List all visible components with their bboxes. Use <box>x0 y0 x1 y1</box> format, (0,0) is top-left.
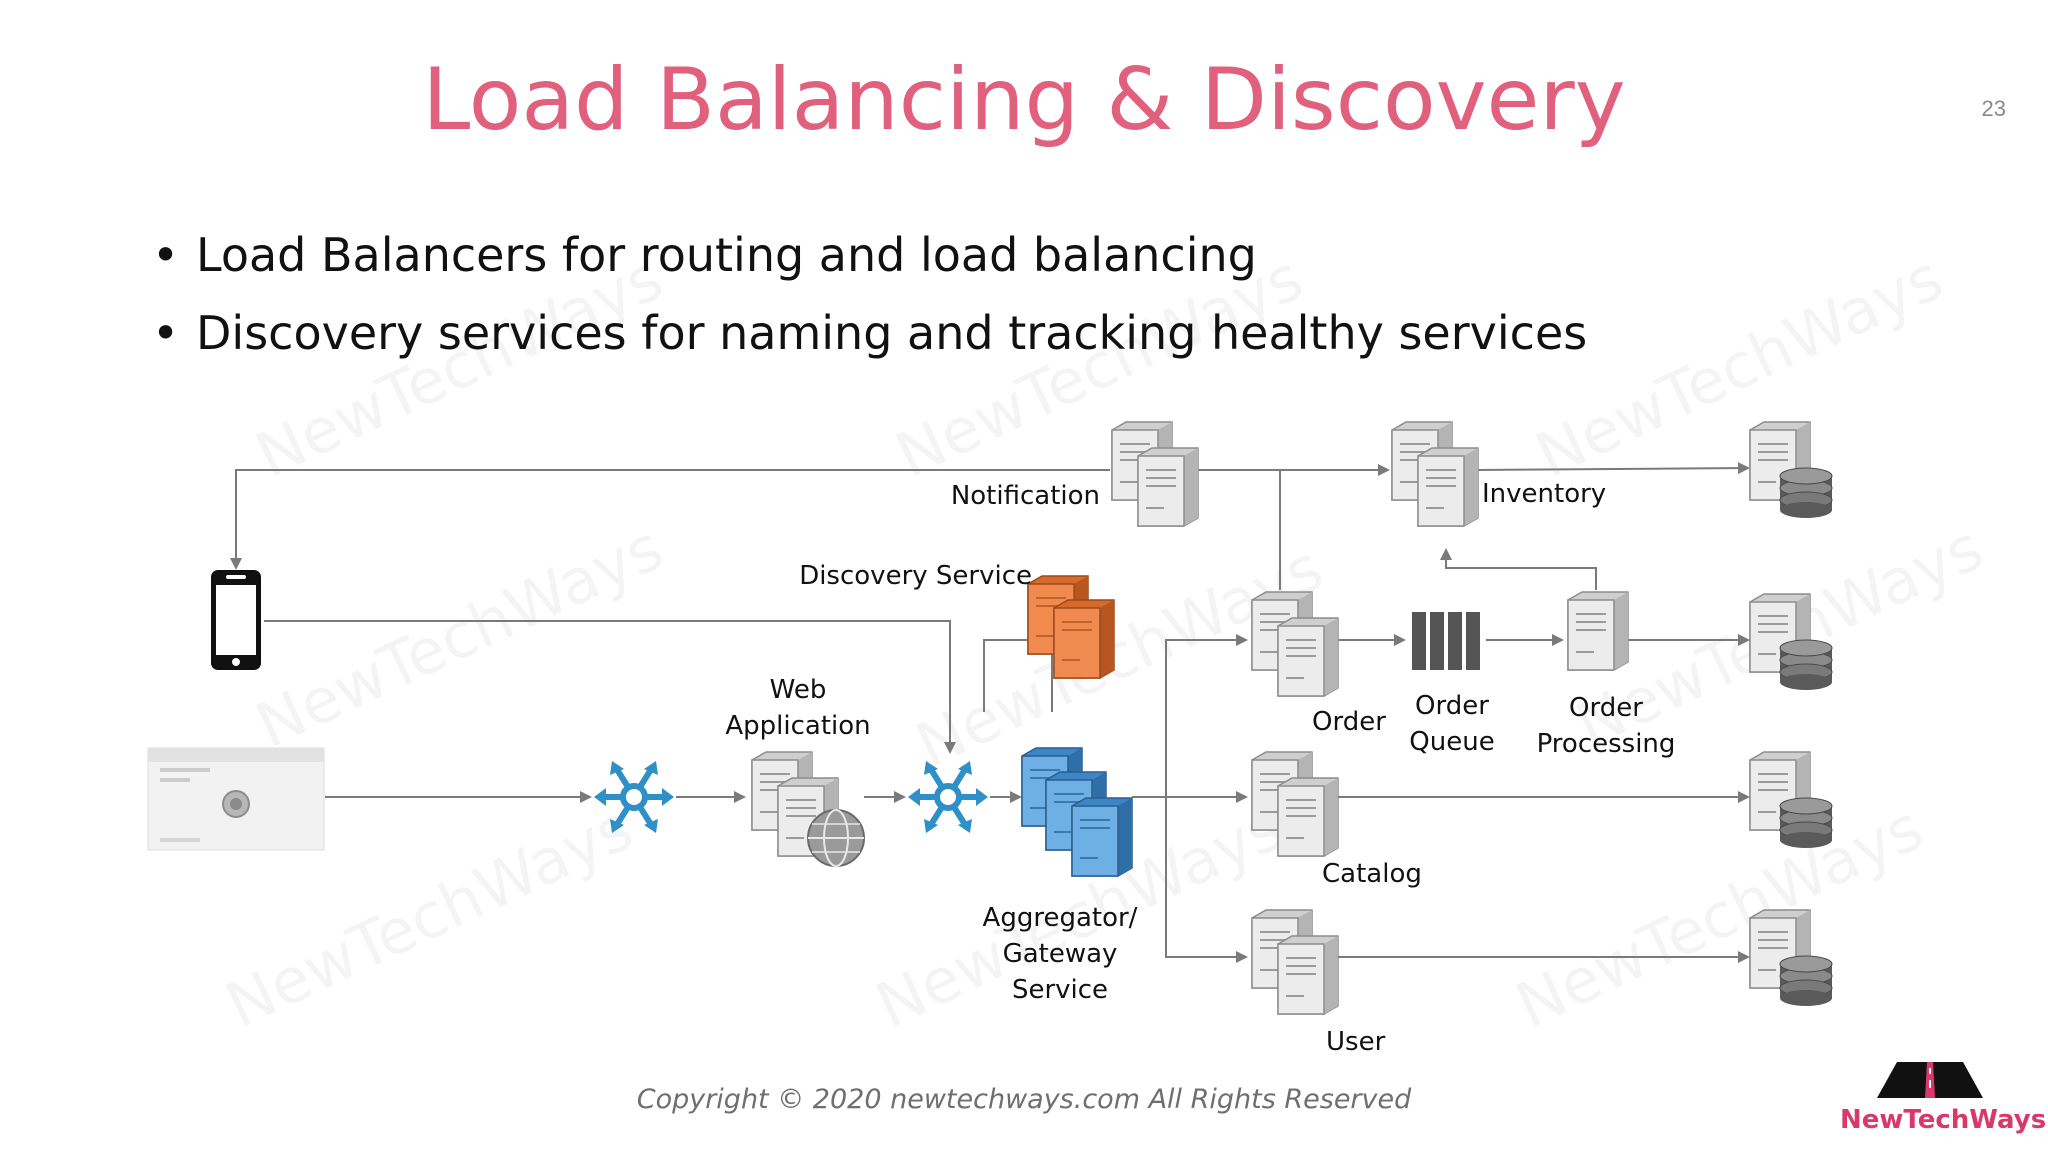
label-inventory: Inventory <box>1482 479 1606 509</box>
discovery-service-server-icon <box>1027 575 1115 679</box>
load-balancer-icon <box>594 761 674 833</box>
page-number: 23 <box>1981 96 2006 121</box>
user-server-icon <box>1252 910 1338 1014</box>
bullet-dot-icon: • <box>152 306 180 360</box>
database-icon <box>1750 422 1832 518</box>
road-logo-icon <box>1877 1062 1983 1098</box>
bullet-dot-icon: • <box>152 228 180 282</box>
slide-title: Load Balancing & Discovery <box>422 50 1626 150</box>
bullet-item: • Discovery services for naming and track… <box>152 306 1587 384</box>
label-notification: Notification <box>951 481 1100 511</box>
label-user: User <box>1326 1027 1386 1057</box>
order-processing-server-icon <box>1567 591 1629 671</box>
arrow-inventory-to-db <box>1475 462 1750 475</box>
label-order-queue-line2: Queue <box>1409 727 1494 757</box>
catalog-server-icon <box>1252 752 1338 856</box>
order-server-icon <box>1252 592 1338 696</box>
bullet-item: • Load Balancers for routing and load bal… <box>152 228 1587 306</box>
arrow-gateway-to-order <box>1132 634 1248 798</box>
database-icon <box>1750 910 1832 1006</box>
bullet-list: • Load Balancers for routing and load bal… <box>152 228 1587 384</box>
label-discovery-service: Discovery Service <box>799 561 1032 591</box>
arrow-processing-to-inventory <box>1440 548 1597 590</box>
label-catalog: Catalog <box>1322 859 1422 889</box>
label-web-application-line2: Application <box>725 711 870 741</box>
label-order: Order <box>1312 707 1386 737</box>
browser-window-icon <box>147 747 325 851</box>
brand-name: NewTechWays <box>1840 1105 2047 1135</box>
connector-lines <box>230 462 1750 963</box>
arrow-gateway-to-user <box>1165 797 1248 963</box>
web-application-server-icon <box>752 752 865 867</box>
brand-logo: NewTechWays <box>1840 1060 2047 1135</box>
label-order-processing-line1: Order <box>1569 693 1643 723</box>
gateway-server-icon <box>1021 747 1133 877</box>
label-aggregator-line2: Gateway <box>1003 939 1118 969</box>
label-aggregator-line1: Aggregator/ <box>983 903 1138 933</box>
notification-server-icon <box>1112 422 1198 526</box>
copyright-footer: Copyright © 2020 newtechways.com All Rig… <box>636 1084 1412 1115</box>
label-web-application-line1: Web <box>770 675 827 705</box>
label-order-processing-line2: Processing <box>1537 729 1676 759</box>
database-icon <box>1750 594 1832 690</box>
label-order-queue-line1: Order <box>1415 691 1489 721</box>
bullet-text: Load Balancers for routing and load bala… <box>196 228 1257 282</box>
bullet-text: Discovery services for naming and tracki… <box>196 306 1588 360</box>
line-gateway-to-discovery <box>983 639 1053 712</box>
order-queue-icon <box>1412 612 1480 670</box>
load-balancer-icon <box>908 761 988 833</box>
mobile-phone-icon <box>211 570 261 670</box>
label-aggregator-line3: Service <box>1012 975 1108 1005</box>
arrow-notification-to-mobile <box>230 469 1110 570</box>
database-icon <box>1750 752 1832 848</box>
arrow-mobile-to-gateway-lb <box>264 620 956 754</box>
inventory-server-icon <box>1392 422 1478 526</box>
